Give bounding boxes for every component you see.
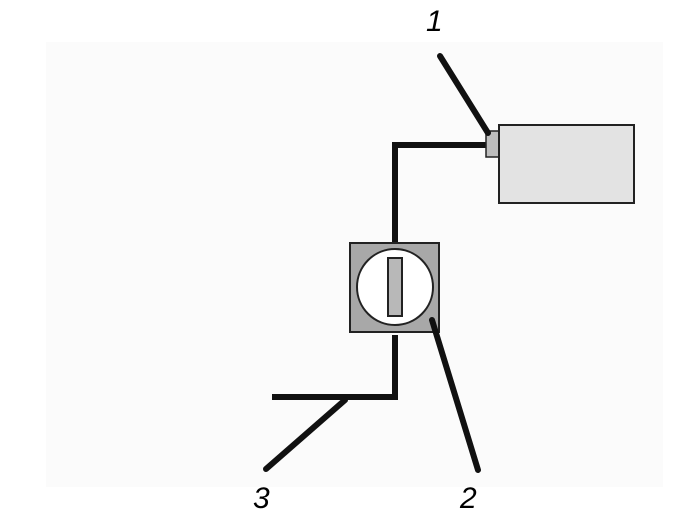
leader-line-3 (263, 397, 348, 472)
wire-path (272, 335, 398, 400)
leader-line-1 (437, 53, 491, 136)
device-box (498, 124, 635, 204)
rotary-switch (349, 242, 440, 333)
leader-line-2 (429, 317, 481, 473)
wire-path-upper (392, 142, 488, 243)
callout-label-2: 2 (460, 482, 477, 515)
switch-slot (387, 257, 403, 317)
callout-label-3: 3 (253, 482, 270, 515)
callout-label-1: 1 (426, 5, 443, 38)
